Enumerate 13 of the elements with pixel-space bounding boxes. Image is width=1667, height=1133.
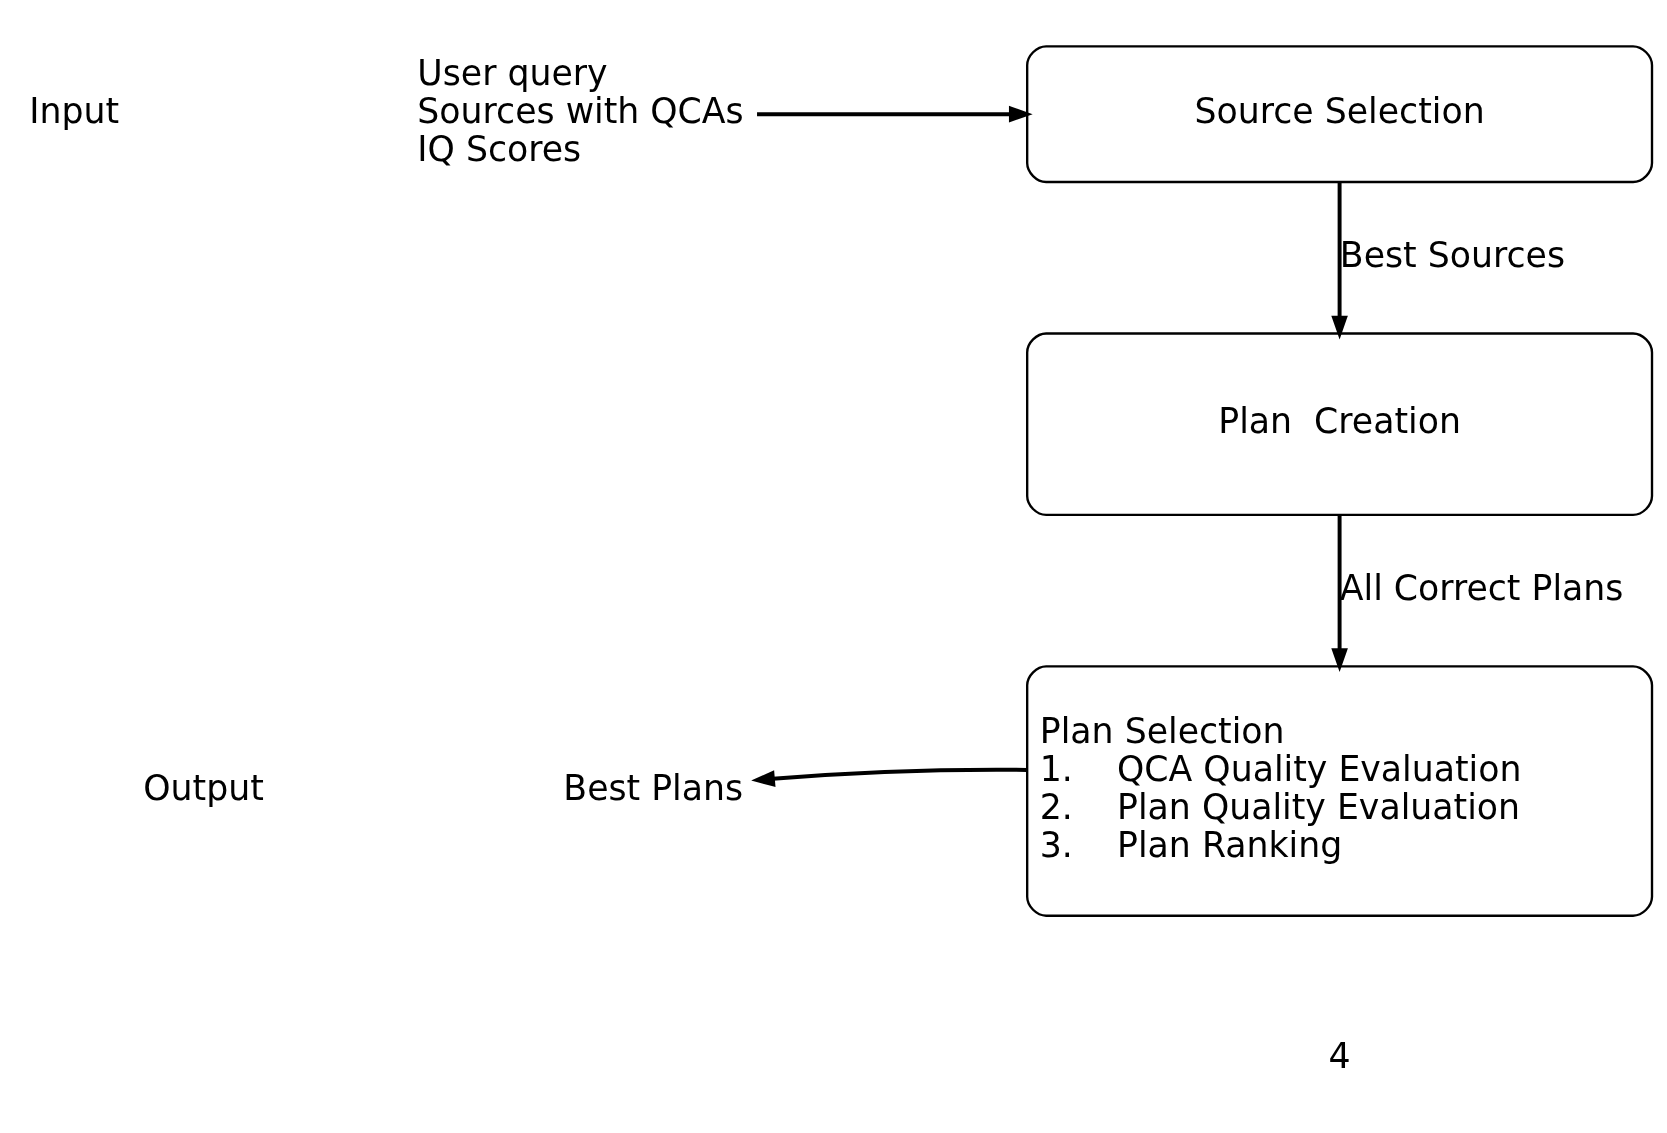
arrow <box>751 767 1027 787</box>
node-box: Plan Selection 1. QCA Quality Evaluation 2. Plan Quality Evaluation 3. Plan Ranking <box>1026 664 1654 917</box>
label: 4 <box>1328 1035 1351 1076</box>
label: Output <box>143 767 264 808</box>
node-text: User query Sources with QCAs IQ Scores <box>417 52 744 169</box>
label: Input <box>29 90 120 131</box>
arrow <box>757 105 1033 122</box>
edge-label: Best Sources <box>1339 234 1565 275</box>
node-text: Best Plans <box>563 767 744 808</box>
arrow <box>1331 514 1348 672</box>
node-box: Plan Creation <box>1026 331 1654 516</box>
node-box: Source Selection <box>1026 44 1654 183</box>
arrow <box>1331 181 1348 339</box>
